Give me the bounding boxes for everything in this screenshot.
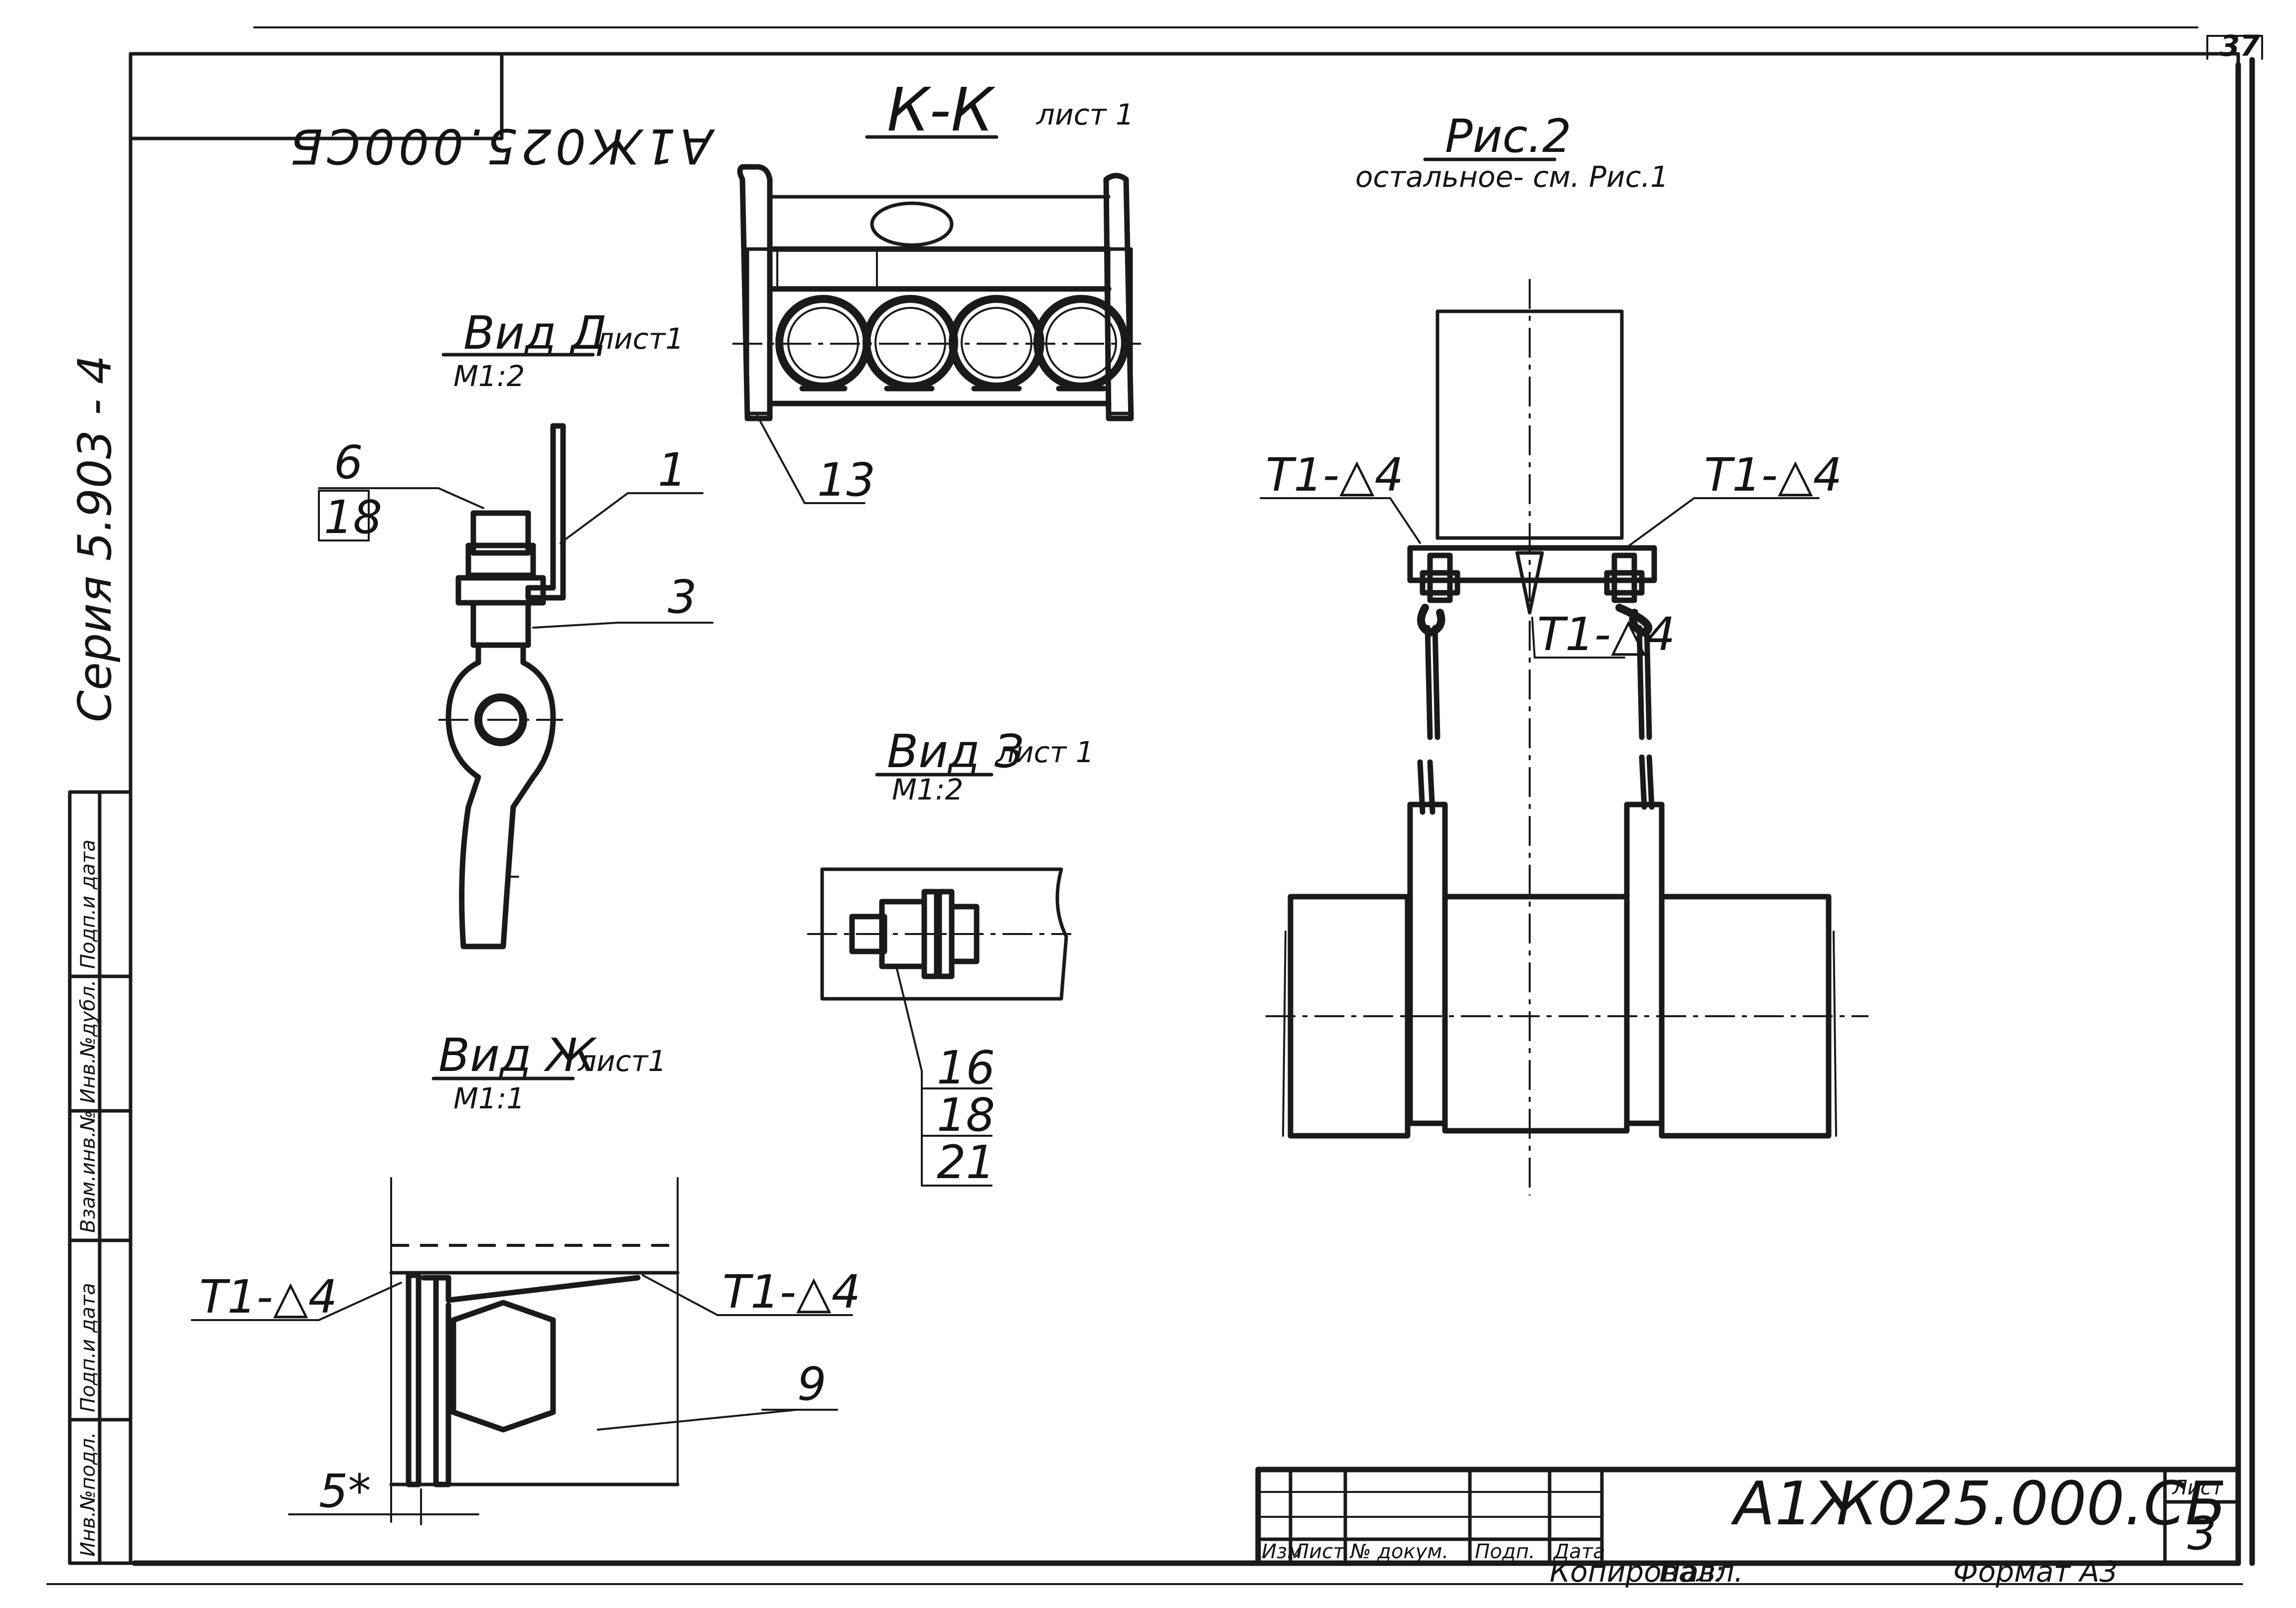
tb-designation: А1Ж025.000.СБ bbox=[1730, 1470, 2226, 1539]
view-z-ref: лист 1 bbox=[996, 735, 1094, 769]
stamp-cell-vzam: Взам.инв.№ bbox=[77, 1110, 100, 1233]
fig2-note: остальное- см. Рис.1 bbox=[1355, 160, 1669, 194]
section-kk-title: К-К bbox=[887, 76, 996, 145]
stamp-cell-inv-dubl: Инв.№дубл. bbox=[77, 980, 100, 1103]
callout-18-z: 18 bbox=[937, 1088, 995, 1142]
section-kk-ref: лист 1 bbox=[1036, 98, 1134, 132]
tb-format: Формат А3 bbox=[1953, 1555, 2118, 1589]
view-z-scale: М1:2 bbox=[892, 773, 963, 806]
fig2: Рис.2 остальное- см. Рис.1 Т1-△4 Т1-△4 bbox=[1260, 110, 1868, 1196]
stamp-cell-podp-2: Подп.и дата bbox=[77, 839, 100, 969]
view-z: Вид З лист 1 М1:2 16 18 21 bbox=[807, 725, 1094, 1189]
view-z-title: Вид З bbox=[887, 725, 1024, 778]
pipe-row bbox=[775, 295, 1129, 392]
series-label: Серия 5.903 - 4 bbox=[68, 355, 122, 722]
fig2-weld-right: Т1-△4 bbox=[1704, 448, 1842, 502]
tb-header-izm: Изм bbox=[1262, 1540, 1302, 1563]
title-block: Изм Лист № докум. Подп. Дата А1Ж025.000.… bbox=[1255, 1467, 2241, 1589]
stamp-cell-inv-podl: Инв.№подл. bbox=[77, 1432, 100, 1557]
left-hanger bbox=[1417, 552, 1460, 740]
zh-weld-left: Т1-△4 bbox=[199, 1270, 337, 1324]
rotated-code-box: А1Ж025.000СБ bbox=[129, 52, 716, 174]
tb-header-doc: № докум. bbox=[1349, 1540, 1448, 1563]
callout-16: 16 bbox=[937, 1041, 995, 1094]
zh-dimension: 5* bbox=[319, 1465, 371, 1518]
view-zh-scale: М1:1 bbox=[453, 1081, 525, 1115]
view-d-title: Вид Д bbox=[463, 306, 607, 360]
view-d-ref: лист1 bbox=[595, 322, 684, 356]
callout-18-d: 18 bbox=[324, 491, 382, 544]
sheet-number: 37 bbox=[2220, 29, 2260, 63]
stamp-cell-podp-1: Подп.и дата bbox=[77, 1283, 100, 1412]
section-kk: К-К лист 1 13 bbox=[732, 76, 1141, 507]
fig2-title: Рис.2 bbox=[1445, 110, 1572, 163]
callout-21: 21 bbox=[937, 1136, 995, 1189]
view-zh-title: Вид Ж bbox=[438, 1029, 597, 1082]
view-zh: Вид Ж лист1 М1:1 Т1-△4 Т1-△4 9 5* bbox=[191, 1029, 861, 1525]
rotated-code: А1Ж025.000СБ bbox=[286, 118, 716, 174]
tb-copied-label: Копировал: bbox=[1550, 1555, 1724, 1589]
right-hanger bbox=[1604, 552, 1652, 740]
tb-copied-sign: Павл. bbox=[1659, 1555, 1743, 1589]
sheet-frame bbox=[46, 26, 2263, 1585]
side-stamp: Инв.№подл. Подп.и дата Взам.инв.№ Инв.№д… bbox=[68, 790, 133, 1565]
view-d: Вид Д лист1 М1:2 6 18 1 3 bbox=[318, 306, 714, 949]
tb-sheet-label: Лист bbox=[2171, 1476, 2224, 1499]
tb-header-podp: Подп. bbox=[1475, 1540, 1535, 1563]
callout-1: 1 bbox=[658, 443, 687, 497]
tb-header-date: Дата bbox=[1553, 1540, 1605, 1563]
view-zh-ref: лист1 bbox=[577, 1044, 666, 1078]
pipe-assembly bbox=[1266, 754, 1868, 1139]
zh-weld-right: Т1-△4 bbox=[722, 1265, 861, 1319]
tb-sheet-value: 3 bbox=[2187, 1507, 2217, 1560]
view-d-scale: М1:2 bbox=[453, 359, 525, 393]
callout-3: 3 bbox=[668, 570, 697, 624]
callout-13: 13 bbox=[817, 453, 875, 507]
fig2-weld-center: Т1-△4 bbox=[1537, 608, 1675, 661]
callout-6: 6 bbox=[334, 436, 363, 489]
fig2-weld-left: Т1-△4 bbox=[1266, 448, 1404, 502]
hex-nut-icon bbox=[450, 1300, 556, 1433]
tb-header-list: Лист bbox=[1293, 1540, 1345, 1563]
zh-callout-9: 9 bbox=[797, 1357, 827, 1411]
